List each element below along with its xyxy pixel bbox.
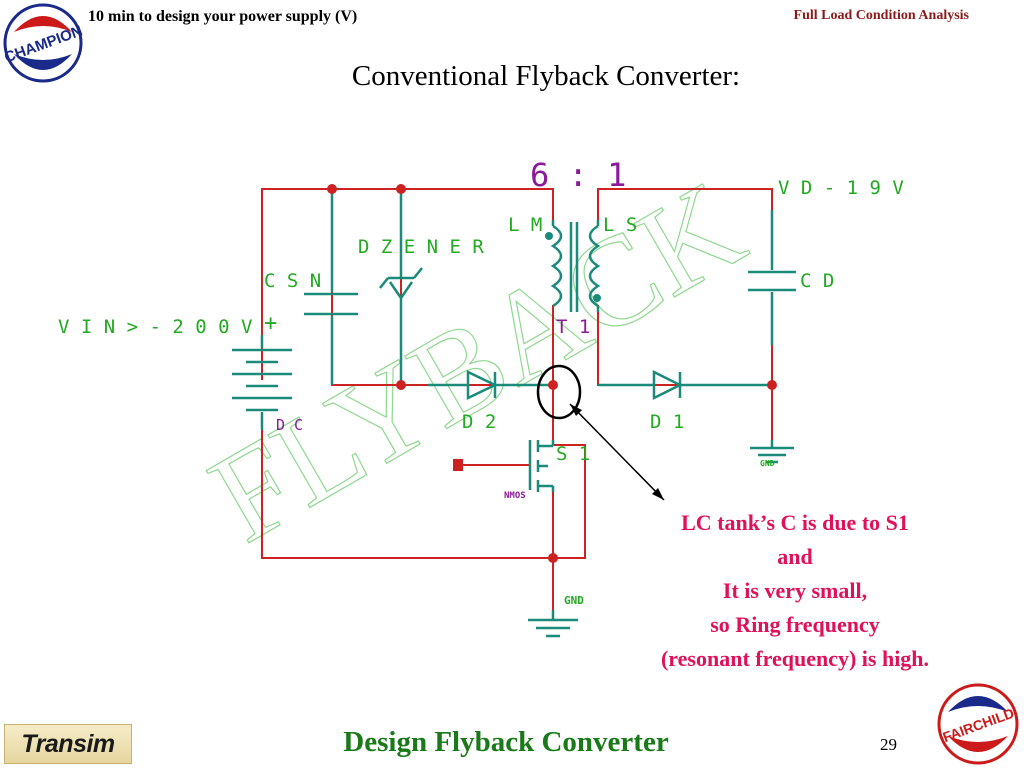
note-line-1: LC tank’s C is due to S1 — [681, 510, 909, 535]
d2-label: D 2 — [462, 411, 496, 433]
ls-label: L S — [603, 214, 637, 236]
lm-label: L M — [508, 214, 542, 236]
note-line-4: so Ring frequency — [710, 612, 880, 637]
plus-sign: + — [264, 311, 277, 336]
note-line-2: and — [777, 544, 813, 569]
page-number: 29 — [880, 735, 897, 754]
d1-label: D 1 — [650, 411, 684, 433]
fairchild-logo: FAIRCHILD — [937, 683, 1019, 765]
secondary-dot-marker — [593, 294, 601, 302]
cd-label: C D — [800, 270, 834, 292]
gnd-label-right: GND — [760, 459, 775, 468]
champion-logo: CHAMPION — [2, 3, 84, 83]
footer-title: Design Flyback Converter — [343, 726, 669, 758]
vd-label: V D - 1 9 V — [778, 177, 904, 199]
node-highlight-ellipse — [536, 364, 582, 420]
header-left-title: 10 min to design your power supply (V) — [88, 8, 358, 25]
t1-label: T 1 — [556, 316, 590, 338]
transim-logo: Transim — [4, 724, 132, 764]
dzener-label: D Z E N E R — [358, 236, 484, 258]
s1-label: S 1 — [556, 443, 590, 465]
pointer-arrowhead — [652, 488, 664, 500]
junction-dots — [327, 184, 777, 563]
vin-label: V I N > - 2 0 0 V — [58, 316, 252, 338]
turns-ratio-label: 6 : 1 — [530, 156, 626, 194]
note-line-3: It is very small, — [722, 578, 868, 603]
lc-tank-note: LC tank’s C is due to S1 and It is very … — [610, 506, 980, 676]
nmos-label: NMOS — [504, 491, 526, 501]
csn-label: C S N — [264, 270, 321, 292]
slide-title: Conventional Flyback Converter: — [351, 60, 741, 92]
pointer-arrow-line — [569, 403, 665, 501]
circuit-components — [232, 189, 796, 638]
header-right-title: Full Load Condition Analysis — [793, 8, 969, 23]
note-line-5: (resonant frequency) is high. — [660, 646, 930, 671]
gnd-label-bottom: GND — [564, 594, 584, 607]
primary-dot-marker — [545, 232, 553, 240]
pointer-arrowtail — [570, 404, 582, 416]
dc-label: D C — [276, 416, 303, 434]
